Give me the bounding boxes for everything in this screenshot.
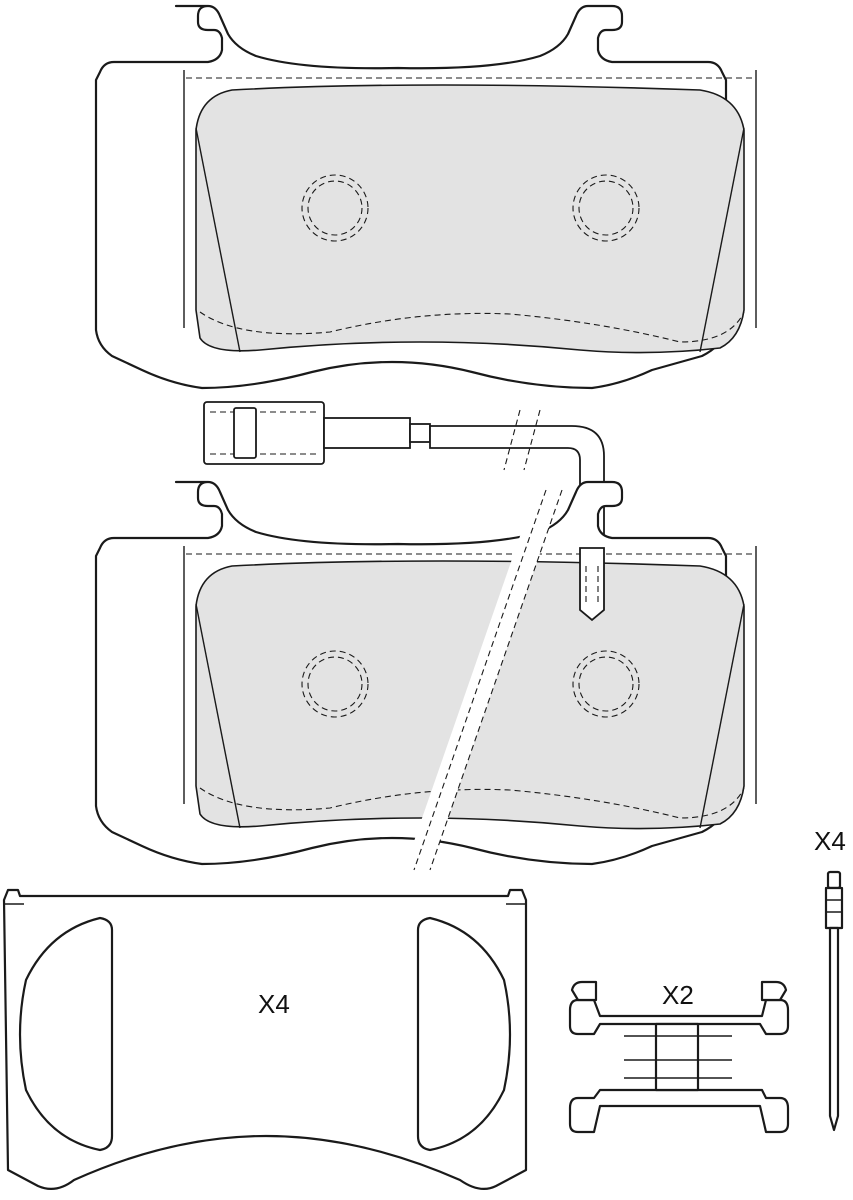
section-break-band [404, 490, 562, 870]
pin-head [826, 870, 842, 890]
clip-ribs [624, 1035, 732, 1079]
wear-line-lower [199, 787, 745, 819]
plate-side-lower [183, 546, 757, 804]
brake-pad-upper [94, 4, 757, 390]
pin-shaft [828, 926, 840, 1132]
chamfer-right-lower [699, 603, 745, 829]
shim-window-left [18, 916, 114, 1152]
anti-squeal-shim: X4 [2, 888, 528, 1191]
wear-line-upper [199, 311, 745, 343]
pin-qty-text: X4 [814, 826, 846, 856]
clip-upper-arm [568, 998, 790, 1036]
sensor-collar [409, 423, 431, 443]
cable-break-mark [503, 409, 541, 471]
connector-dash [210, 411, 318, 455]
shim-window-right [416, 916, 512, 1152]
clip-upper-right-tab [760, 980, 788, 1002]
connector-latch [233, 407, 257, 459]
guide-pin [824, 870, 844, 1132]
chamfer-left-upper [195, 127, 241, 353]
shim-outline [2, 888, 528, 1191]
sensor-probe-overlay [579, 547, 605, 622]
piston-mark-right-outer-upper [572, 174, 640, 242]
piston-mark-left-outer-upper [301, 174, 369, 242]
clip-center-body [654, 1022, 700, 1092]
piston-mark-right-outer-lower [572, 650, 640, 718]
clip-lower-arm [568, 1088, 790, 1134]
piston-mark-right-inner-upper [578, 180, 634, 236]
friction-material-upper [195, 84, 745, 354]
retaining-clip [568, 980, 790, 1134]
chamfer-right-upper [699, 127, 745, 353]
clip-qty-text: X2 [662, 980, 694, 1010]
piston-mark-left-outer-lower [301, 650, 369, 718]
brake-pad-lower [94, 480, 757, 871]
sensor-probe-dash [585, 566, 599, 606]
plate-side-upper [183, 70, 757, 328]
chamfer-left-lower [195, 603, 241, 829]
piston-mark-left-inner-lower [307, 656, 363, 712]
sensor-strain-relief [323, 417, 411, 449]
pin-collar [824, 886, 844, 930]
clip-upper-left-tab [570, 980, 598, 1002]
pin-collar-grooves [826, 899, 842, 913]
piston-mark-right-inner-lower [578, 656, 634, 712]
sensor-connector [203, 401, 325, 465]
shim-qty-text: X4 [258, 989, 290, 1019]
section-break-lines [413, 489, 563, 871]
piston-mark-left-inner-upper [307, 180, 363, 236]
